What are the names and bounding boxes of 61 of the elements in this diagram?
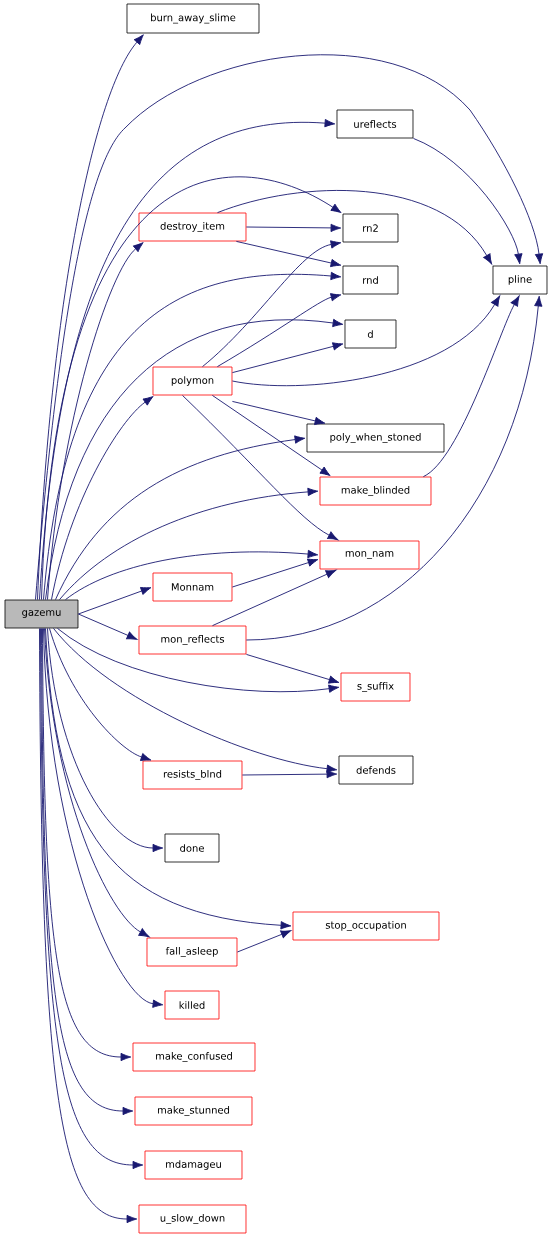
arrow [245, 653, 340, 684]
arrow [55, 435, 306, 601]
arrow [236, 930, 292, 953]
function-box: mdamageu [144, 1150, 243, 1180]
function-box: make_blinded [319, 476, 432, 506]
arrow [212, 569, 337, 627]
function-box: s_suffix [340, 672, 411, 702]
arrow [65, 549, 319, 601]
function-box: d [344, 319, 397, 349]
function-box: stop_occupation [292, 911, 440, 941]
function-box: fall_asleep [146, 937, 238, 967]
arrow [45, 627, 292, 930]
arrow [241, 769, 338, 779]
arrow [44, 627, 150, 938]
arrow [53, 627, 338, 773]
arrow [412, 137, 523, 265]
function-box: rnd [342, 265, 399, 295]
arrow [35, 54, 544, 601]
function-box: mon_nam [319, 540, 420, 570]
function-box: rn2 [342, 213, 399, 243]
function-box: pline [492, 265, 548, 295]
function-box: Monnam [152, 572, 233, 602]
function-box: defends [338, 755, 414, 785]
function-box: destroy_item [138, 212, 247, 242]
function-box: killed [164, 990, 220, 1020]
arrow [43, 271, 342, 601]
arrow [216, 293, 342, 368]
arrow [47, 242, 144, 601]
arrow [235, 240, 342, 268]
function-box: u_slow_down [138, 1204, 247, 1234]
function-box: make_confused [132, 1042, 256, 1072]
arrow [182, 394, 339, 541]
arrow [245, 295, 543, 641]
arrow [231, 342, 344, 374]
function-box: burn_away_slime [126, 3, 260, 34]
arrow [43, 627, 164, 1008]
function-box: resists_blnd [142, 760, 243, 790]
arrow [245, 223, 342, 233]
arrow [217, 190, 493, 265]
arrow [47, 627, 164, 853]
arrow [59, 487, 319, 601]
arrow [77, 587, 152, 615]
arrow [51, 396, 154, 601]
arrow [231, 400, 326, 426]
function-box: ureflects [336, 109, 414, 139]
function-box: mon_reflects [138, 625, 247, 655]
function-box: polymon [152, 366, 233, 396]
root-box: gazemu [4, 599, 79, 629]
arrow [231, 295, 501, 387]
arrow [211, 394, 331, 476]
arrow [49, 627, 152, 762]
arrow [422, 295, 520, 478]
arrow [202, 240, 342, 368]
arrow [37, 34, 144, 601]
function-box: done [164, 833, 220, 863]
arrow [45, 318, 344, 601]
arrow [231, 558, 319, 588]
function-box: poly_when_stoned [306, 423, 445, 453]
arrow [77, 613, 138, 640]
arrow [57, 627, 340, 693]
function-box: make_stunned [134, 1096, 253, 1126]
